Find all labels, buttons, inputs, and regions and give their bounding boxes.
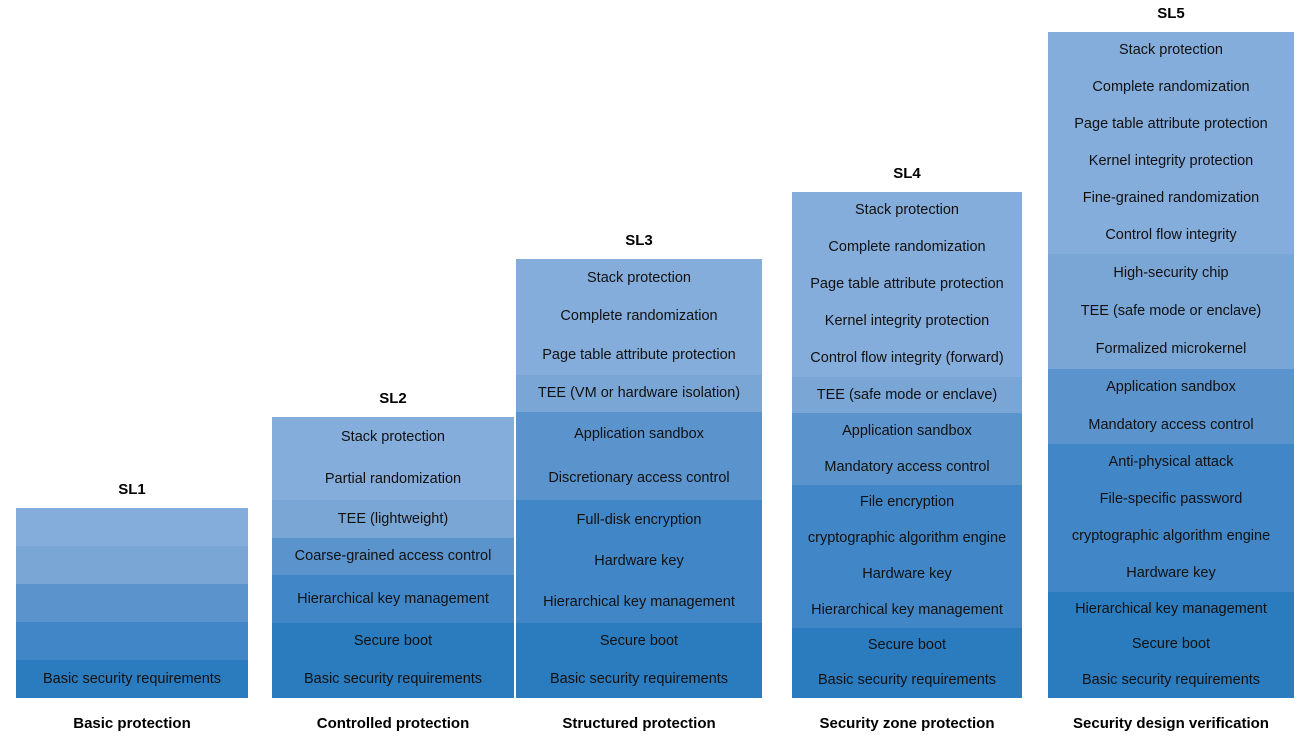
capability-band: Basic security requirements <box>16 660 248 698</box>
capability-item: Hardware key <box>594 553 684 569</box>
capability-item: Mandatory access control <box>824 458 990 475</box>
column-footer-sl1: Basic protection <box>73 715 191 732</box>
capability-item: Complete randomization <box>828 239 986 255</box>
capability-item: cryptographic algorithm engine <box>1071 528 1271 544</box>
capability-item: Hierarchical key management <box>811 601 1003 618</box>
capability-item: TEE (safe mode or enclave) <box>1080 302 1262 319</box>
column-footer-sl2: Controlled protection <box>316 715 470 732</box>
column-title-sl5: SL5 <box>1157 5 1185 22</box>
capability-item: Basic security requirements <box>549 670 729 687</box>
capability-item: Secure boot <box>1131 636 1211 653</box>
capability-item: Discretionary access control <box>548 469 730 486</box>
capability-item: File encryption <box>859 494 955 511</box>
capability-item: Control flow integrity <box>1105 227 1237 243</box>
capability-band <box>16 584 248 622</box>
capability-item: High-security chip <box>1113 264 1229 281</box>
capability-item: Formalized microkernel <box>1095 341 1247 358</box>
capability-stack-sl1: Basic security requirements <box>16 508 248 698</box>
capability-item: Partial randomization <box>324 470 462 487</box>
capability-item: Mandatory access control <box>1088 416 1254 433</box>
capability-item: Application sandbox <box>1106 379 1236 396</box>
capability-band <box>16 508 248 546</box>
capability-item: Hardware key <box>1126 565 1216 581</box>
capability-item: Application sandbox <box>842 422 972 439</box>
column-title-sl3: SL3 <box>625 232 653 249</box>
capability-item: Stack protection <box>587 269 691 286</box>
capability-item: Stack protection <box>855 202 959 218</box>
capability-item: Complete randomization <box>560 308 718 325</box>
capability-band: TEE (lightweight) <box>272 500 514 538</box>
capability-item: cryptographic algorithm engine <box>807 530 1007 547</box>
column-title-sl4: SL4 <box>893 165 921 182</box>
capability-item: Stack protection <box>341 429 445 446</box>
capability-item: TEE (VM or hardware isolation) <box>537 385 741 401</box>
capability-item: Secure boot <box>599 633 679 650</box>
capability-band: TEE (safe mode or enclave) <box>792 377 1022 413</box>
capability-item: Page table attribute protection <box>542 347 736 364</box>
capability-item: Hierarchical key management <box>297 590 489 607</box>
column-footer-sl4: Security zone protection <box>819 715 995 732</box>
capability-item: Complete randomization <box>1092 79 1250 95</box>
column-footer-sl5: Security design verification <box>1073 715 1269 732</box>
capability-band: File encryption cryptographic algorithm e… <box>792 485 1022 628</box>
column-title-sl2: SL2 <box>379 390 407 407</box>
capability-item: Anti-physical attack <box>1108 454 1234 470</box>
capability-item: TEE (lightweight) <box>337 510 449 527</box>
capability-item: Hierarchical key management <box>1075 601 1267 618</box>
capability-item: Basic security requirements <box>303 670 483 687</box>
capability-item: Page table attribute protection <box>810 276 1004 292</box>
capability-band: Coarse-grained access control <box>272 538 514 575</box>
capability-item: Basic security requirements <box>817 672 997 688</box>
column-title-sl1: SL1 <box>118 481 146 498</box>
capability-item: TEE (safe mode or enclave) <box>816 386 998 403</box>
capability-item: Coarse-grained access control <box>294 548 492 564</box>
capability-band <box>16 622 248 660</box>
capability-item: Full-disk encryption <box>576 512 702 528</box>
column-footer-sl3: Structured protection <box>562 715 716 732</box>
capability-item: Page table attribute protection <box>1074 116 1268 132</box>
capability-item: Secure boot <box>353 633 433 650</box>
capability-item: Control flow integrity (forward) <box>810 350 1004 366</box>
capability-item: Stack protection <box>1119 42 1223 58</box>
capability-item: Kernel integrity protection <box>1088 153 1254 169</box>
capability-band: TEE (VM or hardware isolation) <box>516 375 762 412</box>
capability-item: Kernel integrity protection <box>824 313 990 329</box>
capability-item: Basic security requirements <box>42 670 222 687</box>
capability-item: Secure boot <box>867 637 947 653</box>
capability-item: Fine-grained randomization <box>1082 190 1260 206</box>
capability-item: Hierarchical key management <box>543 594 735 610</box>
capability-band <box>16 546 248 584</box>
capability-band: Hierarchical key management <box>272 575 514 623</box>
capability-item: Application sandbox <box>574 425 704 442</box>
capability-item: Hardware key <box>862 565 952 582</box>
capability-item: Basic security requirements <box>1081 671 1261 688</box>
capability-item: File-specific password <box>1099 491 1243 507</box>
